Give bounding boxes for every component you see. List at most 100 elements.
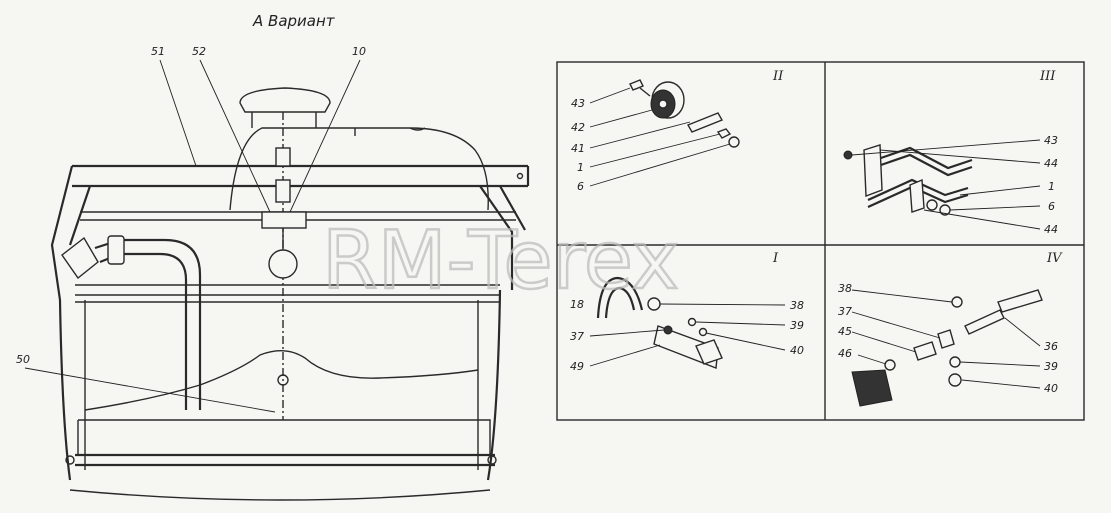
detail-frame-dividers <box>557 62 1084 420</box>
upper-bar <box>72 164 530 188</box>
main-assembly: 51 52 10 50 <box>16 45 530 501</box>
panel-I-leaders <box>589 303 786 367</box>
bracket-44-lower <box>909 178 925 213</box>
panel-III-label-44a: 44 <box>1044 157 1058 170</box>
tank-top-detail <box>354 127 426 136</box>
panel-III-label-6: 6 <box>1048 200 1055 213</box>
panel-I-label-40: 40 <box>790 344 804 357</box>
detail-frame-border <box>556 61 1085 421</box>
body-sides <box>58 289 502 481</box>
watermark-text: RM-Terex <box>322 214 679 307</box>
diagram-title: А Вариант <box>252 12 336 30</box>
washer-6 <box>728 136 740 148</box>
bottom-edge <box>69 489 491 501</box>
leader-51 <box>159 59 197 167</box>
tank-contour <box>84 350 479 411</box>
label-51: 51 <box>151 45 165 58</box>
label-10: 10 <box>352 45 366 58</box>
panel-I-label-18: 18 <box>570 298 584 311</box>
panel-IV-label-39: 39 <box>1044 360 1058 373</box>
panel-III: III 43 44 1 6 44 <box>843 69 1058 236</box>
panel-I-label-49: 49 <box>570 360 584 373</box>
cap-block <box>851 369 893 407</box>
hook-link-upper <box>275 147 291 167</box>
panel-III-label-44b: 44 <box>1044 223 1058 236</box>
panel-III-leaders <box>851 139 1041 230</box>
panel-IV-leaders <box>851 289 1041 389</box>
panel-IV-label-37: 37 <box>838 305 852 318</box>
panel-II-numeral: II <box>772 69 784 84</box>
leader-52 <box>199 59 271 213</box>
panel-III-label-43: 43 <box>1044 134 1058 147</box>
leader-10 <box>289 59 361 213</box>
panel-III-numeral: III <box>1039 69 1056 84</box>
frame-rails <box>75 284 500 303</box>
panel-I-numeral: I <box>772 251 779 266</box>
hook-ring <box>268 249 298 279</box>
label-52: 52 <box>192 45 206 58</box>
panel-II-label-1: 1 <box>577 161 584 174</box>
lower-panel <box>77 419 491 455</box>
nut-1 <box>716 128 732 139</box>
panel-IV: IV 38 37 45 46 36 39 40 <box>838 251 1063 407</box>
right-bracket <box>479 185 526 290</box>
pipe-fitting <box>107 235 125 265</box>
panel-II-label-42: 42 <box>571 121 585 134</box>
panel-IV-label-36: 36 <box>1044 340 1058 353</box>
panel-I-label-38: 38 <box>790 299 804 312</box>
panel-I-label-39: 39 <box>790 319 804 332</box>
clamp-37 <box>937 329 955 349</box>
bar-hole <box>516 172 524 180</box>
body-inner-sides <box>84 300 479 470</box>
lower-hook <box>277 374 289 386</box>
nut-40 <box>948 373 962 387</box>
panel-I: I 18 37 49 38 39 40 <box>570 251 804 373</box>
panel-IV-label-40: 40 <box>1044 382 1058 395</box>
pipe-loop-inner <box>99 252 188 410</box>
washer-6 <box>926 199 938 211</box>
washer-38 <box>951 296 963 308</box>
nut-40 <box>695 339 723 365</box>
panel-I-label-37: 37 <box>570 330 584 343</box>
bolt-45 <box>913 341 937 361</box>
rod-lower <box>867 178 969 202</box>
panel-II-label-41: 41 <box>571 142 585 155</box>
panel-IV-numeral: IV <box>1046 251 1063 266</box>
pipe-elbow <box>61 236 99 280</box>
plate-41 <box>686 112 724 133</box>
lower-left-bolt <box>65 455 75 465</box>
panel-III-label-1: 1 <box>1048 180 1055 193</box>
reel-42-hub <box>658 99 668 109</box>
rod-upper-2 <box>874 153 973 177</box>
panel-II: II 43 42 41 1 6 <box>571 69 784 193</box>
hook-link-middle <box>275 179 291 203</box>
rod-36 <box>964 309 1005 335</box>
panel-IV-label-38: 38 <box>838 282 852 295</box>
tank-top <box>229 127 489 211</box>
bolt-43 <box>843 150 853 160</box>
u-bolt-18-outer <box>596 276 644 319</box>
panel-II-label-6: 6 <box>577 180 584 193</box>
hook-plate <box>261 211 307 229</box>
rod-36-end <box>997 289 1043 313</box>
left-bracket <box>50 165 92 301</box>
lower-bar <box>75 453 495 467</box>
panel-IV-label-46: 46 <box>838 347 852 360</box>
filler-cap <box>239 87 331 113</box>
leader-50 <box>24 367 276 413</box>
detail-panels-frame <box>556 61 1085 421</box>
panel-II-leaders <box>589 87 731 187</box>
bolt-37 <box>663 325 673 335</box>
washer-39 <box>687 317 697 327</box>
panel-IV-label-45: 45 <box>838 325 852 338</box>
pipe-loop-outer <box>94 238 202 410</box>
panel-II-label-43: 43 <box>571 97 585 110</box>
washer-40 <box>698 327 708 337</box>
bolt-43-head <box>629 79 644 91</box>
bolt-43-shank <box>639 87 651 97</box>
bracket-44-upper <box>863 144 883 197</box>
washer-39 <box>949 356 961 368</box>
label-50: 50 <box>16 353 30 366</box>
lower-right-bolt <box>487 455 497 465</box>
